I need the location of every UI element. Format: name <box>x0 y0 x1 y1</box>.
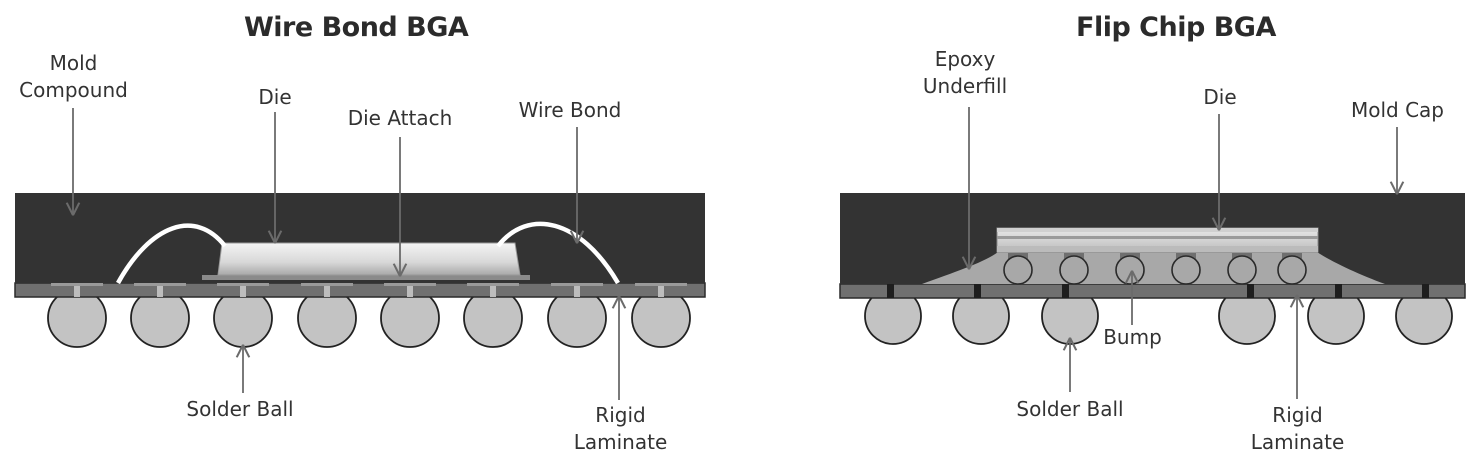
fc-bump <box>1115 255 1145 285</box>
wb-wire-left <box>116 223 227 285</box>
fc-label-laminate-line1: Rigid <box>1272 403 1323 427</box>
fc-die-layer-low <box>997 246 1318 252</box>
fc-laminate-break <box>1062 284 1069 298</box>
wb-label-rigid-laminate: Rigid Laminate <box>568 402 673 456</box>
wb-via <box>74 281 80 297</box>
fc-die-layer-mid <box>997 236 1318 239</box>
fc-solder-balls <box>864 287 1453 345</box>
wb-pad <box>467 283 519 286</box>
wb-solder-balls <box>47 288 691 348</box>
wb-label-laminate-line2: Laminate <box>573 430 668 454</box>
wb-wire-right <box>496 221 620 285</box>
wb-die-attach <box>202 275 530 280</box>
fc-epoxy-underfill <box>922 252 1385 284</box>
fc-rigid-laminate <box>839 283 1466 299</box>
wb-pad <box>635 283 687 286</box>
fc-leader-lines <box>969 107 1397 399</box>
wb-via <box>490 281 496 297</box>
wb-pad <box>134 283 186 286</box>
fc-label-rigid-laminate: Rigid Laminate <box>1245 402 1350 456</box>
fc-label-underfill-line2: Underfill <box>922 74 1008 98</box>
wb-via <box>574 281 580 297</box>
wb-die <box>217 242 521 276</box>
wire-bond-package <box>14 193 706 348</box>
wb-label-mold-compound-line1: Mold <box>49 51 98 75</box>
wb-label-solder-ball: Solder Ball <box>186 397 294 421</box>
fc-bump <box>1171 255 1201 285</box>
fc-bump <box>1003 255 1033 285</box>
wb-pad <box>384 283 436 286</box>
wb-via <box>157 281 163 297</box>
fc-bump <box>1059 255 1089 285</box>
wb-pad <box>217 283 269 286</box>
wb-pad <box>301 283 353 286</box>
fc-laminate-pads <box>887 284 1429 298</box>
wb-label-laminate-line1: Rigid <box>595 403 646 427</box>
fc-bumps <box>1003 253 1307 285</box>
fc-laminate-break <box>1335 284 1342 298</box>
wb-via <box>407 281 413 297</box>
fc-laminate-break <box>1422 284 1429 298</box>
flip-chip-package <box>839 193 1466 345</box>
fc-title: Flip Chip BGA <box>1076 12 1276 43</box>
wb-via <box>324 281 330 297</box>
wb-via <box>240 281 246 297</box>
wb-leader-lines <box>73 108 619 400</box>
fc-label-laminate-line2: Laminate <box>1250 430 1345 454</box>
fc-bump <box>1227 255 1257 285</box>
wb-via <box>658 281 664 297</box>
wb-label-mold-compound-line2: Compound <box>19 78 128 102</box>
fc-label-bump: Bump <box>1103 325 1162 349</box>
wb-pad <box>551 283 603 286</box>
wb-title: Wire Bond BGA <box>244 12 469 43</box>
wb-label-die: Die <box>258 85 292 109</box>
fc-label-underfill-line1: Epoxy <box>934 47 996 71</box>
wb-laminate-pads <box>51 281 687 297</box>
fc-label-epoxy-underfill: Epoxy Underfill <box>910 46 1020 100</box>
fc-die-layer-top <box>997 228 1318 232</box>
fc-laminate-break <box>1247 284 1254 298</box>
fc-label-die: Die <box>1203 85 1237 109</box>
fc-label-mold-cap: Mold Cap <box>1350 98 1445 122</box>
wb-label-wire-bond: Wire Bond <box>518 98 622 122</box>
fc-laminate-break <box>974 284 981 298</box>
fc-label-solder-ball: Solder Ball <box>1016 397 1124 421</box>
wb-label-mold-compound: Mold Compound <box>16 50 131 104</box>
fc-laminate-break <box>887 284 894 298</box>
fc-bump <box>1277 255 1307 285</box>
wb-label-die-attach: Die Attach <box>347 106 453 130</box>
wb-pad <box>51 283 103 286</box>
